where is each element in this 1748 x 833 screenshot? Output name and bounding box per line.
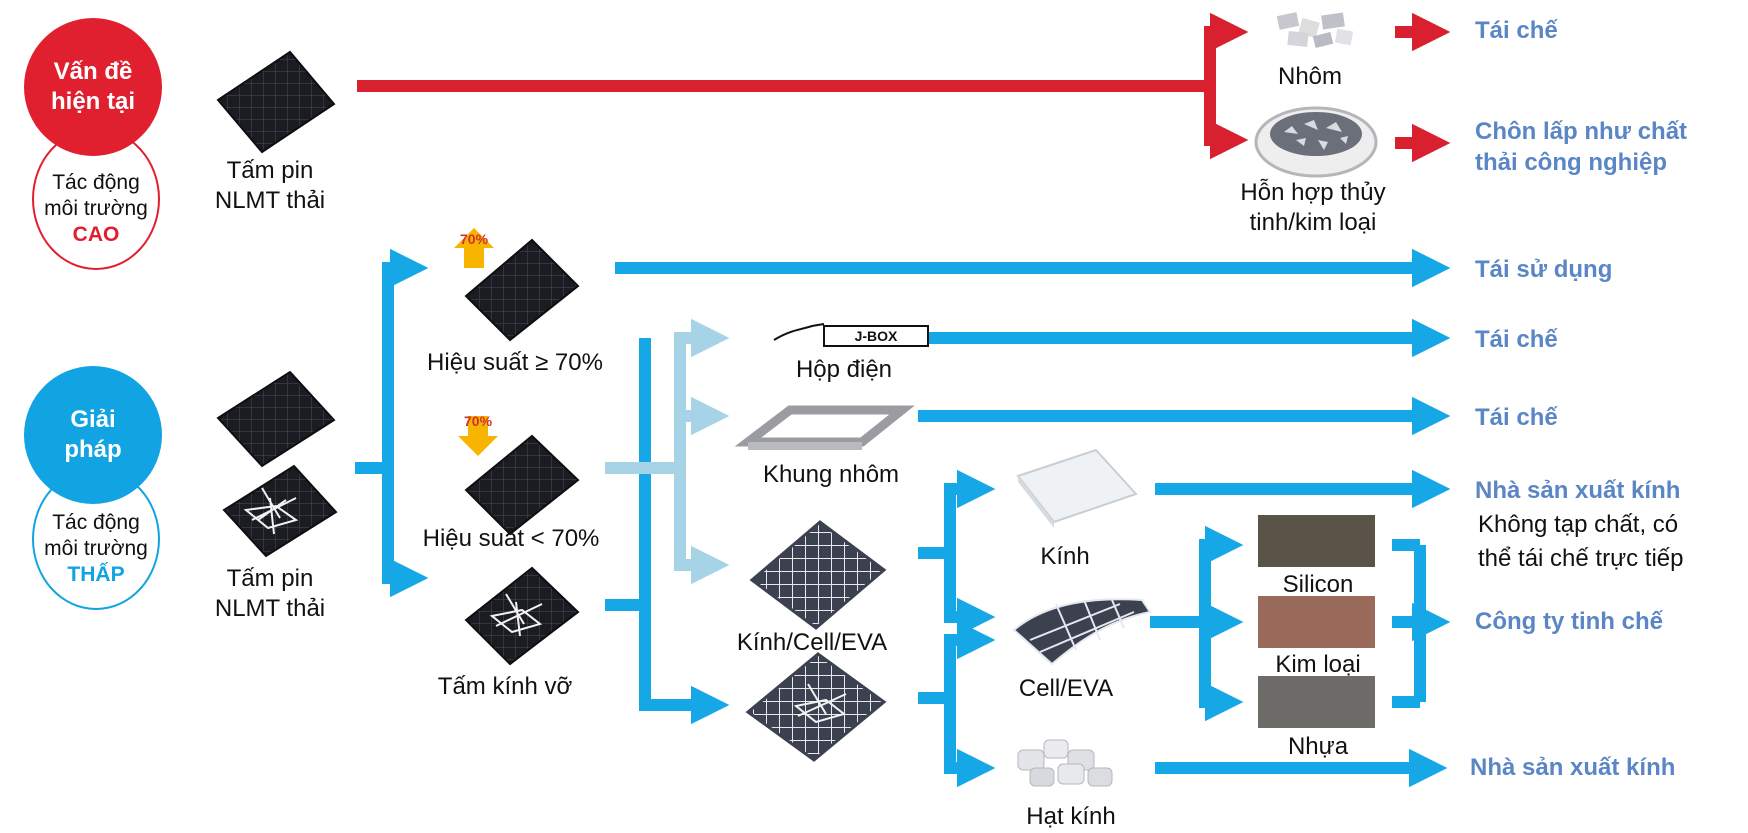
current-panel-label: Tấm pin NLMT thải [214,157,326,214]
broken-glass-label: Tấm kính vỡ [437,673,573,700]
cell-eva-label: Cell/EVA [1018,675,1114,702]
glass-beads-label: Hạt kính [1026,803,1116,830]
broken-solar-panel-icon [464,566,580,666]
efficiency-high-label: Hiệu suất ≥ 70% [427,349,603,376]
current-impact-level: CAO [72,223,120,247]
aluminum-frame-icon [734,405,915,450]
silicon-label: Silicon [1282,571,1354,598]
glass-maker-note: Không tạp chất, có thể tái chế trực tiếp [1478,508,1684,575]
solar-panel-icon [216,50,336,154]
current-impact-line1: Tác động [52,170,140,194]
glass-metal-mixture-icon [1254,106,1378,178]
glass-cell-eva-label: Kính/Cell/EVA [736,629,888,656]
output-reuse: Tái sử dụng [1475,256,1613,283]
current-heading-circle: Vấn đề hiện tại [24,18,162,156]
glass-maker-note-line2: thể tái chế trực tiếp [1478,544,1684,572]
current-flow-arrows [357,12,1451,163]
solution-panel-label: Tấm pin NLMT thải [214,565,326,622]
efficiency-down-badge: 70% [464,413,493,429]
efficiency-down-arrow-icon [458,416,498,456]
junction-box-icon [773,323,929,347]
efficiency-low-label: Hiệu suất < 70% [422,525,600,552]
solution-light-arrows [605,318,730,585]
solar-panel-icon [216,370,336,468]
solution-impact-line2: môi trường [44,536,148,560]
output-landfill-line1: Chôn lấp như chất [1475,118,1688,145]
aluminum-label: Nhôm [1277,63,1343,90]
solar-panel-icon [464,434,580,536]
mixture-label: Hỗn hợp thủy tinh/kim loại [1240,179,1386,236]
glass-cell-eva-laminate-icon [749,520,887,630]
output-glass-maker: Nhà sản xuất kính [1475,477,1681,504]
solar-panel-icon [464,238,580,342]
aluminum-scrap-icon [1276,12,1354,48]
output-refinery: Công ty tinh chế [1475,608,1663,635]
plastic-swatch [1258,676,1375,728]
solution-flow-arrows [355,248,1451,788]
output-landfill: Chôn lấp như chất thải công nghiệp [1475,116,1687,178]
output-recycle-jbox: Tái chế [1475,326,1558,353]
solution-heading: Giải pháp [64,406,122,463]
output-recycle-frame: Tái chế [1475,404,1558,431]
output-glass-maker-2: Nhà sản xuất kính [1470,754,1676,781]
current-impact-line2: môi trường [44,196,148,220]
cracked-laminate-icon [745,652,887,762]
jbox-text: J-BOX [854,328,898,344]
efficiency-up-badge: 70% [460,231,489,247]
solution-impact-line1: Tác động [52,510,140,534]
metal-swatch [1258,596,1375,648]
glass-sheet-icon [1016,448,1138,528]
glass-maker-note-line1: Không tạp chất, có [1478,511,1679,538]
silicon-swatch [1258,515,1375,567]
solution-impact-level: THẤP [67,563,125,587]
output-recycle-aluminum: Tái chế [1475,17,1558,44]
solution-heading-circle: Giải pháp [24,366,162,504]
junction-box-label: Hộp điện [795,356,893,383]
aluminum-frame-label: Khung nhôm [762,461,900,488]
glass-label: Kính [1040,543,1090,570]
current-heading: Vấn đề hiện tại [50,58,135,115]
cell-eva-sheet-icon [1012,598,1152,666]
broken-solar-panel-icon [222,464,338,558]
efficiency-up-arrow-icon [454,228,494,268]
plastic-label: Nhựa [1287,733,1349,760]
output-landfill-line2: thải công nghiệp [1475,149,1667,177]
glass-beads-icon [1017,739,1113,787]
metal-label: Kim loại [1275,651,1361,678]
